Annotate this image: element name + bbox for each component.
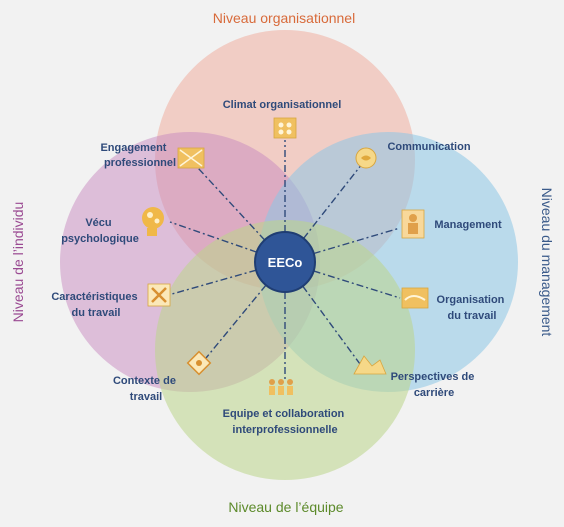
label-perspectives-line2: carrière: [414, 387, 454, 399]
label-vecu-line2: psychologique: [61, 233, 139, 245]
label-management: Management: [434, 219, 502, 231]
label-caracteristiques-line1: Caractéristiques: [51, 291, 137, 303]
team-icon: [269, 379, 293, 395]
brain-icon: [142, 207, 164, 236]
label-engagement: Engagement professionnel: [100, 142, 176, 169]
label-engagement-line2: professionnel: [104, 157, 176, 169]
climat-icon: [273, 117, 297, 139]
center-label: EECo: [268, 255, 303, 270]
level-organisational: Niveau organisationnel: [213, 10, 355, 26]
label-organisation-line1: Organisation: [437, 294, 505, 306]
label-contexte: Contexte de travail: [113, 375, 179, 403]
label-climat: Climat organisationnel: [223, 99, 342, 111]
label-contexte-line2: travail: [130, 391, 162, 403]
label-caracteristiques: Caractéristiques du travail: [51, 291, 140, 319]
label-equipe-line2: interprofessionnelle: [232, 424, 337, 436]
career-icon: [353, 355, 387, 375]
label-vecu: Vécu psychologique: [61, 217, 139, 245]
organisation-icon: [401, 287, 429, 309]
level-team: Niveau de l’équipe: [228, 499, 343, 515]
circle-team: [155, 220, 415, 480]
label-perspectives: Perspectives de carrière: [391, 371, 478, 399]
level-management: Niveau du management: [539, 188, 555, 337]
engagement-icon: [177, 147, 205, 169]
center-node: [254, 231, 316, 293]
manager-icon: [401, 209, 425, 239]
label-caracteristiques-line2: du travail: [72, 307, 121, 319]
label-vecu-line1: Vécu: [85, 217, 111, 229]
label-equipe: Equipe et collaboration interprofessionn…: [223, 408, 348, 436]
tools-icon: [147, 283, 171, 307]
label-organisation-line2: du travail: [448, 310, 497, 322]
label-equipe-line1: Equipe et collaboration: [223, 408, 345, 420]
contexte-icon: [186, 350, 212, 376]
level-individual: Niveau de l’individu: [10, 202, 26, 323]
label-organisation: Organisation du travail: [437, 294, 508, 322]
label-engagement-line1: Engagement: [100, 142, 166, 154]
label-communication: Communication: [387, 141, 470, 153]
label-contexte-line1: Contexte de: [113, 375, 176, 387]
communication-icon: [355, 147, 377, 169]
label-perspectives-line1: Perspectives de: [391, 371, 475, 383]
